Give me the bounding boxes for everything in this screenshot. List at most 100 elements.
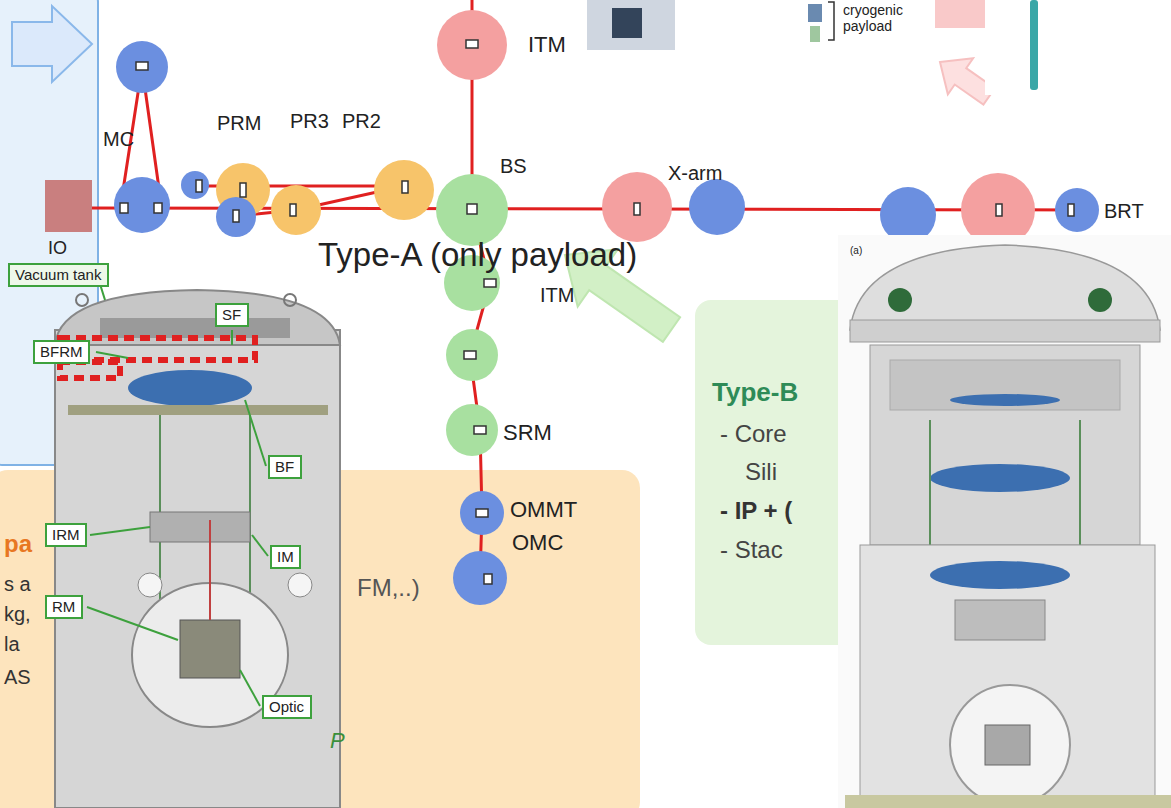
label-slot: P bbox=[330, 728, 345, 753]
text-slot: FM,..) bbox=[357, 574, 420, 602]
illustration-part bbox=[180, 620, 240, 678]
illustration-part bbox=[138, 573, 162, 597]
figure-letter: (a) bbox=[850, 245, 862, 257]
callout-box: BF bbox=[268, 455, 302, 479]
illustration-part bbox=[128, 370, 252, 406]
pink-block bbox=[935, 0, 985, 28]
panel-text: - Core bbox=[720, 420, 787, 448]
label-slot: Type-A (only payload) bbox=[318, 236, 637, 274]
illustration-part bbox=[464, 351, 476, 359]
illustration-part bbox=[930, 561, 1070, 589]
mirror-name: MC bbox=[103, 128, 134, 151]
callout-text: Optic bbox=[269, 698, 304, 715]
callout-text: BF bbox=[275, 458, 294, 475]
illustration-part bbox=[446, 404, 498, 456]
label-slot: SRM bbox=[503, 420, 552, 445]
illustration-part bbox=[460, 491, 504, 535]
illustration-part bbox=[154, 203, 162, 213]
label-slot: ITM bbox=[540, 284, 574, 307]
illustration-part bbox=[150, 512, 250, 542]
illustration-part bbox=[870, 345, 1140, 545]
label-slot: X-arm bbox=[668, 162, 722, 185]
illustration-part bbox=[474, 426, 486, 434]
label-slot: (a) bbox=[850, 240, 862, 258]
illustration-part bbox=[890, 360, 1120, 410]
payload-icon bbox=[810, 26, 820, 42]
panel-text: Type-B bbox=[712, 378, 798, 408]
illustration-part bbox=[484, 574, 492, 584]
panel-text: - Stac bbox=[720, 536, 783, 564]
panel-text: la bbox=[4, 633, 20, 656]
picture-caption: payload bbox=[843, 18, 892, 34]
photo-ground bbox=[800, 0, 935, 75]
fiber-picture bbox=[1030, 0, 1038, 90]
label-slot: OMMT bbox=[510, 497, 577, 522]
callout-box: IM bbox=[270, 545, 301, 569]
illustration-part bbox=[850, 320, 1160, 342]
leader-lines bbox=[87, 284, 268, 706]
callout-box: Vacuum tank bbox=[8, 263, 109, 287]
illustration-part bbox=[950, 685, 1070, 805]
illustration-part bbox=[1055, 188, 1099, 232]
illustration-part bbox=[985, 725, 1030, 765]
mirror-name: PR2 bbox=[342, 110, 381, 133]
mirror-name: PR3 bbox=[290, 110, 329, 133]
illustration-part bbox=[209, 520, 211, 620]
label-slot: ITM bbox=[528, 32, 566, 57]
bracket bbox=[828, 2, 834, 40]
illustration-part bbox=[290, 204, 296, 216]
photo-detail bbox=[612, 8, 642, 38]
illustration-part bbox=[453, 551, 507, 605]
arm-name: X-arm bbox=[668, 162, 722, 185]
text-slot: s a bbox=[4, 573, 31, 596]
illustration-part bbox=[76, 294, 88, 306]
label-slot: OMC bbox=[512, 530, 563, 555]
label-slot: payload bbox=[843, 17, 892, 35]
mirror-name: IO bbox=[48, 238, 67, 259]
type-heading: Type-A (only payload) bbox=[318, 236, 637, 274]
text-slot: - IP + ( bbox=[720, 497, 792, 525]
callout-box: RM bbox=[45, 595, 83, 619]
label-slot: PR2 bbox=[342, 110, 381, 133]
mirror-name: BRT bbox=[1104, 200, 1144, 223]
illustration-part bbox=[484, 279, 496, 287]
callout-box: BFRM bbox=[33, 340, 90, 364]
illustration-part bbox=[136, 62, 148, 70]
illustration-part bbox=[288, 573, 312, 597]
mirror-name: SRM bbox=[503, 420, 552, 445]
panel-text: - IP + ( bbox=[720, 497, 792, 525]
illustration-part bbox=[446, 329, 498, 381]
illustration-part bbox=[880, 187, 936, 243]
illustration-part bbox=[888, 288, 912, 312]
text-slot: kg, bbox=[4, 603, 31, 626]
illustration-part bbox=[271, 185, 321, 235]
illustration-part bbox=[467, 204, 477, 214]
illustration-part bbox=[87, 607, 178, 640]
panel-text: FM,..) bbox=[357, 574, 420, 602]
illustration-part bbox=[602, 172, 672, 242]
illustration-part bbox=[120, 203, 128, 213]
type-b-drawing bbox=[838, 235, 1171, 808]
picture-caption: cryogenic bbox=[843, 2, 903, 18]
mirror-name: OMC bbox=[512, 530, 563, 555]
illustration-part bbox=[114, 177, 170, 233]
illustration-part bbox=[1068, 204, 1074, 216]
type-b-panel: Type-B- CoreSili- IP + (- Stac bbox=[695, 300, 960, 645]
illustration-part bbox=[402, 181, 408, 193]
mirror-name: PRM bbox=[217, 112, 261, 135]
illustration-part bbox=[850, 245, 1160, 330]
mirror-name: BS bbox=[500, 155, 527, 178]
panel-text: kg, bbox=[4, 603, 31, 626]
vacuum-tank-picture bbox=[55, 290, 340, 808]
label-slot: cryogenic bbox=[843, 1, 903, 19]
illustration-part bbox=[476, 509, 488, 517]
callout-text: SF bbox=[222, 306, 241, 323]
label-slot: PRM bbox=[217, 112, 261, 135]
illustration-part bbox=[634, 203, 640, 215]
illustration-part bbox=[55, 330, 340, 808]
label-slot: MC bbox=[103, 128, 134, 151]
text-slot: AS bbox=[4, 666, 31, 689]
payload-icon bbox=[808, 4, 822, 22]
illustration-part bbox=[68, 405, 328, 415]
